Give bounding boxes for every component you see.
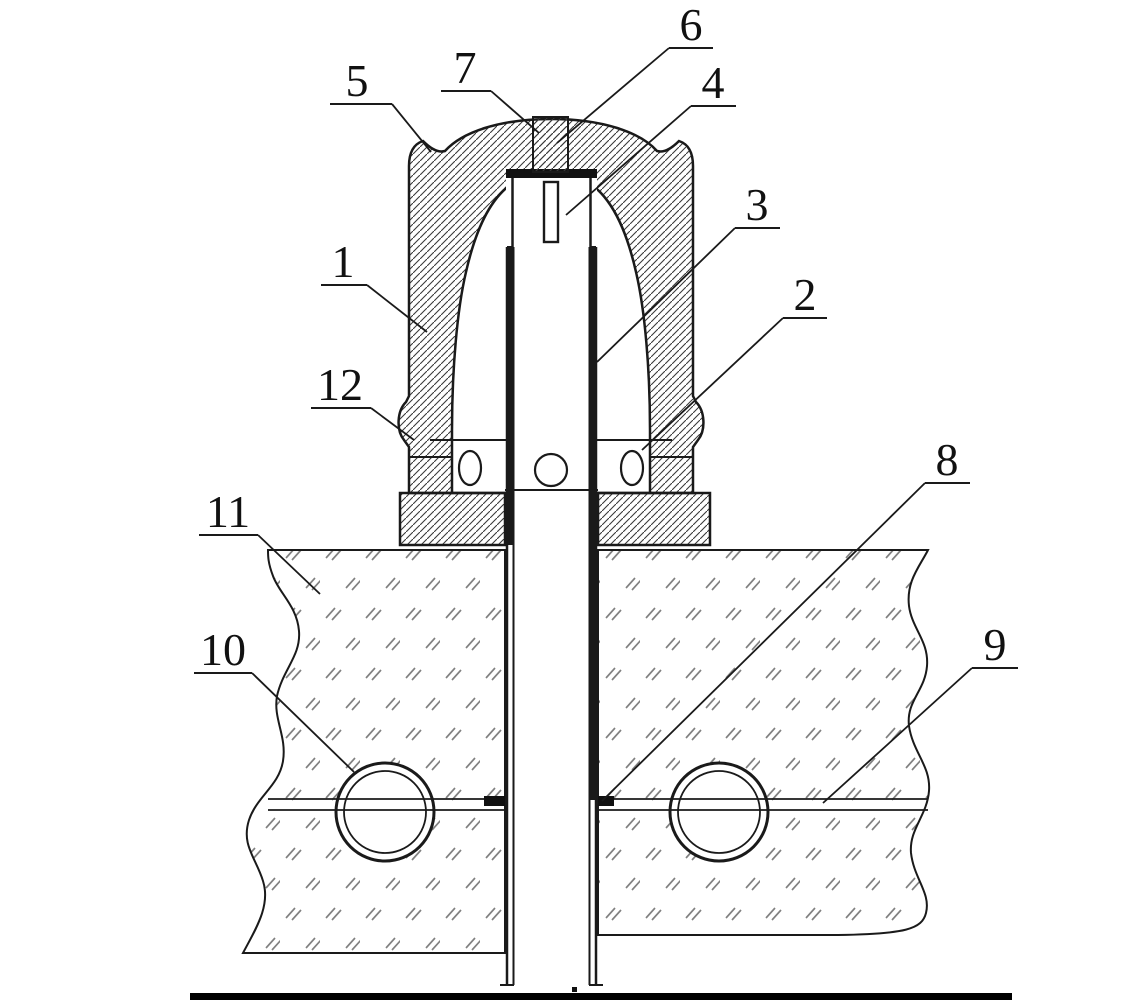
part-number-3: 3 xyxy=(746,179,769,230)
base-flange-left xyxy=(398,491,507,547)
leader-line-3 xyxy=(596,227,736,363)
part-number-7: 7 xyxy=(454,42,477,93)
part-label-12: 12 xyxy=(311,359,415,441)
seam-notch-left xyxy=(484,796,505,806)
part-number-1: 1 xyxy=(332,236,355,287)
inner-pin xyxy=(542,180,560,244)
part-label-8: 8 xyxy=(601,434,970,802)
leader-line-2 xyxy=(641,317,784,451)
part-number-10: 10 xyxy=(200,624,246,675)
part-number-4: 4 xyxy=(702,57,725,108)
part-number-5: 5 xyxy=(346,55,369,106)
leader-line-10 xyxy=(251,672,355,773)
port-left xyxy=(457,449,483,487)
base-flange-right xyxy=(596,491,712,547)
leader-line-5 xyxy=(391,103,432,153)
part-label-6: 6 xyxy=(556,0,713,144)
formation-ground-right xyxy=(597,549,931,936)
part-label-2: 2 xyxy=(641,269,827,451)
leader-line-12 xyxy=(370,407,415,441)
part-number-8: 8 xyxy=(936,434,959,485)
seam-line-left xyxy=(268,796,505,811)
part-number-12: 12 xyxy=(317,359,363,410)
port-right xyxy=(619,449,645,487)
part-number-6: 6 xyxy=(680,0,703,50)
bottom-border-bar xyxy=(190,993,1012,1000)
leader-line-1 xyxy=(366,284,428,333)
part-number-11: 11 xyxy=(206,486,250,537)
cap-top-bar xyxy=(506,169,597,178)
center-tube xyxy=(500,170,603,986)
part-number-9: 9 xyxy=(984,619,1007,670)
casing-circle-right xyxy=(668,761,770,863)
leader-line-4 xyxy=(565,105,692,216)
part-label-3: 3 xyxy=(596,179,780,363)
part-label-7: 7 xyxy=(441,42,540,134)
casing-circle-left xyxy=(334,761,436,863)
leader-line-7 xyxy=(490,90,540,134)
part-label-5: 5 xyxy=(330,55,432,153)
part-number-2: 2 xyxy=(794,269,817,320)
part-label-10: 10 xyxy=(194,624,355,773)
part-label-11: 11 xyxy=(199,486,321,595)
leader-line-6 xyxy=(556,47,670,144)
formation-ground-left xyxy=(241,549,506,954)
seam-notch-right xyxy=(598,796,614,806)
seam-line-right xyxy=(598,796,928,811)
part-label-1: 1 xyxy=(321,236,428,333)
port-center xyxy=(533,452,569,488)
top-plug xyxy=(532,116,569,173)
leader-line-8 xyxy=(601,482,926,802)
part-label-4: 4 xyxy=(565,57,736,216)
leader-line-11 xyxy=(257,534,321,595)
artifact-dot xyxy=(572,987,577,992)
part-label-9: 9 xyxy=(822,619,1018,804)
leader-line-9 xyxy=(822,667,973,804)
